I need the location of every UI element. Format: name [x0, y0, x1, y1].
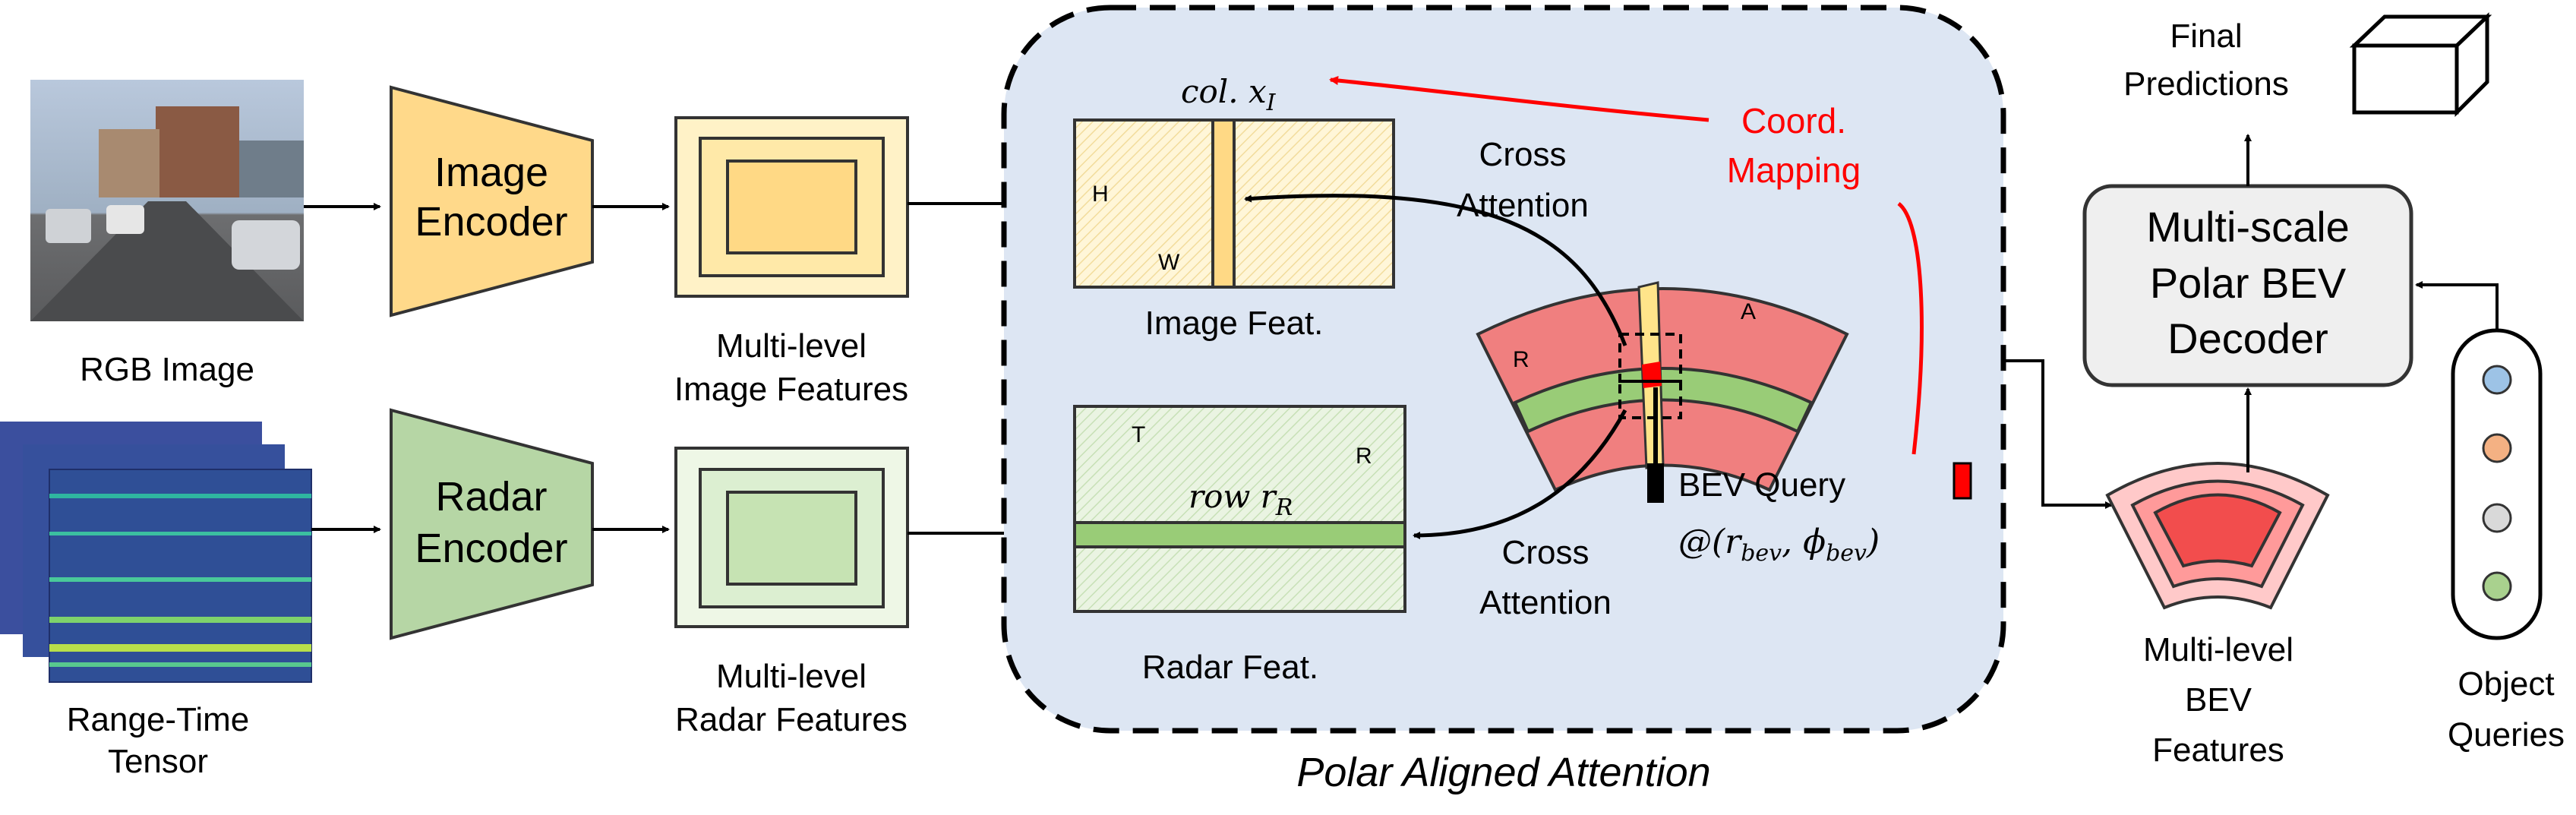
decoder-label-line2: Polar BEV — [2150, 259, 2347, 307]
bev-query-cell — [1642, 362, 1662, 388]
object-queries-label-line2: Queries — [2448, 716, 2565, 753]
radar-feat-t: T — [1132, 422, 1145, 447]
radar-encoder-label-line1: Radar — [435, 474, 547, 520]
bev-features-label-line2: BEV — [2185, 681, 2252, 719]
image-feat-map — [1073, 118, 1395, 289]
radar-features-label-line1: Multi-level — [716, 658, 867, 695]
radar-feat-map — [1073, 405, 1406, 613]
radar-row-rR — [1073, 521, 1406, 548]
arrow-attention-to-bev-features — [2005, 359, 2113, 509]
spectrogram-bands — [49, 494, 311, 667]
col-xI-label: col. xI — [1181, 73, 1277, 116]
attention-title: Polar Aligned Attention — [1296, 750, 1710, 795]
multi-level-image-features — [674, 116, 909, 298]
image-encoder-label-line2: Encoder — [415, 199, 567, 245]
coord-mapping-label-line1: Coord. — [1741, 101, 1846, 141]
object-queries-label-line1: Object — [2458, 665, 2554, 703]
decoder-label-line3: Decoder — [2167, 314, 2328, 362]
bev-range-ring — [1513, 367, 1814, 434]
rgb-image — [30, 80, 304, 321]
image-column-xI — [1211, 118, 1236, 289]
bev-query-neighborhood-bottom — [1618, 380, 1682, 419]
multi-level-bev-features — [2105, 462, 2330, 610]
range-time-tensor — [0, 422, 312, 683]
bev-query-pointer-tail — [1647, 463, 1664, 503]
bev-features-label-line1: Multi-level — [2143, 631, 2293, 668]
cross-attention-bottom-line1: Cross — [1502, 534, 1589, 571]
object-query-2 — [2482, 433, 2512, 463]
row-rR-label: row rR — [1189, 478, 1293, 521]
coord-mapping-label-line2: Mapping — [1727, 150, 1861, 190]
decoder-label-line1: Multi-scale — [2146, 203, 2350, 251]
bev-query-position: @(rbev, ϕbev) — [1678, 523, 1880, 567]
arrow-queries-to-decoder — [2415, 281, 2499, 330]
coord-mapping-curve-lower — [1897, 201, 1924, 455]
coord-mapping-arrow — [1329, 76, 1709, 122]
sector-a-label: A — [1741, 299, 1756, 324]
image-features-label-line2: Image Features — [674, 371, 908, 408]
object-query-4 — [2482, 571, 2512, 602]
bev-features-label-line3: Features — [2152, 731, 2284, 769]
bev-query-swatch — [1953, 462, 1972, 500]
cross-attention-arrow-image — [1244, 194, 1627, 346]
image-feat-w: W — [1158, 250, 1180, 275]
image-feat-h: H — [1092, 182, 1109, 207]
cross-attention-arrow-radar — [1413, 409, 1627, 539]
range-time-label-line1: Range-Time — [67, 701, 249, 738]
radar-features-label-line2: Radar Features — [675, 701, 908, 738]
cross-attention-bottom-line2: Attention — [1479, 584, 1612, 621]
sector-r-label: R — [1513, 347, 1530, 372]
radar-encoder-label-line2: Encoder — [415, 526, 567, 571]
image-feat-label: Image Feat. — [1145, 305, 1324, 342]
bev-query-label: BEV Query — [1678, 466, 1845, 504]
image-features-label-line1: Multi-level — [716, 327, 867, 365]
cross-attention-top-line2: Attention — [1457, 187, 1589, 224]
image-encoder — [390, 85, 594, 317]
rgb-image-label: RGB Image — [80, 351, 254, 388]
multi-level-radar-features — [674, 447, 909, 628]
final-predictions-line2: Predictions — [2123, 65, 2289, 103]
object-query-1 — [2482, 365, 2512, 395]
final-predictions-line1: Final — [2170, 17, 2242, 55]
image-encoder-label-line1: Image — [434, 150, 548, 195]
range-time-label-line2: Tensor — [108, 743, 208, 780]
object-queries-container — [2451, 328, 2543, 640]
radar-encoder — [390, 408, 594, 640]
object-query-3 — [2482, 503, 2512, 533]
radar-feat-r: R — [1356, 444, 1372, 469]
cross-attention-top-line1: Cross — [1479, 136, 1567, 173]
3d-box-icon — [2349, 12, 2492, 118]
radar-feat-label: Radar Feat. — [1142, 649, 1318, 686]
